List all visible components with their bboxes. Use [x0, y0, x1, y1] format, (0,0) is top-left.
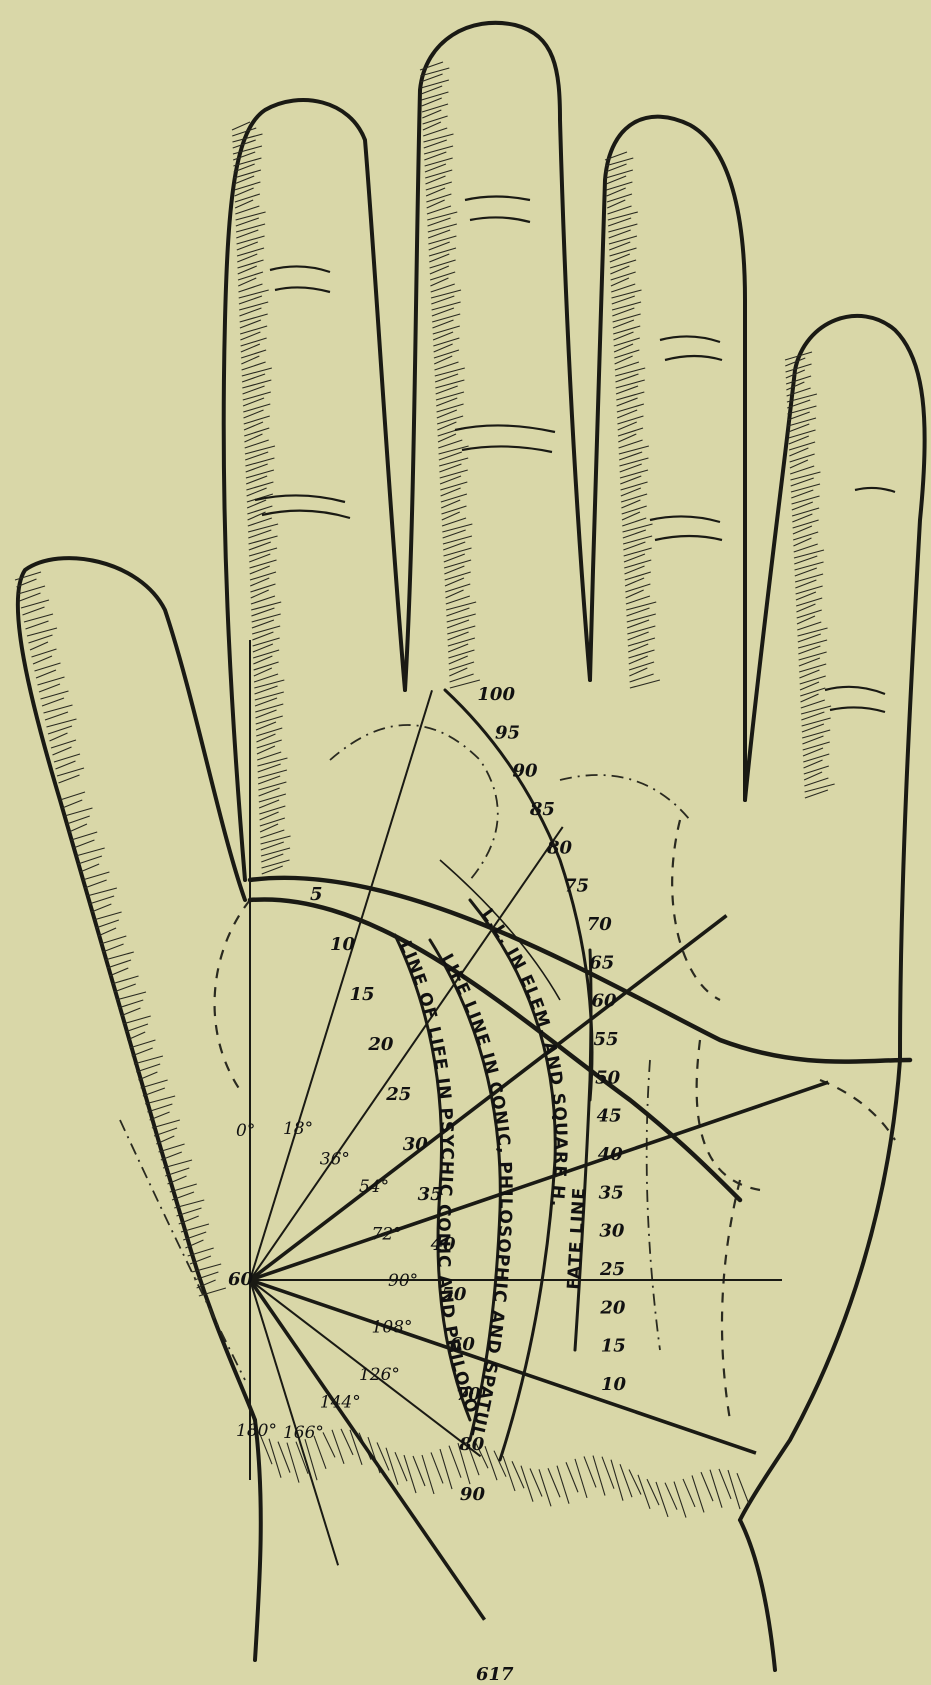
age-mark-fate: 20 — [599, 1297, 626, 1318]
finger-shading — [15, 62, 835, 1518]
age-mark-life: 30 — [403, 1134, 429, 1155]
age-mark-life: 25 — [385, 1084, 411, 1105]
curve-labels: LINE OF LIFE IN PSYCHIC CONIC AND PHILOS… — [0, 0, 590, 1440]
age-mark-life: 50 — [441, 1284, 467, 1305]
age-mark-fate: 40 — [598, 1144, 624, 1165]
age-mark-life: 80 — [458, 1434, 485, 1455]
angle-label: 36° — [320, 1150, 350, 1170]
angle-rays — [250, 640, 828, 1620]
age-mark-fate: 70 — [587, 914, 613, 935]
angle-label: 144° — [320, 1392, 361, 1412]
age-mark-fate: 100 — [477, 684, 515, 705]
age-mark-fate: 35 — [599, 1182, 624, 1203]
angle-label: 54° — [359, 1177, 389, 1197]
age-mark-life: 5 — [310, 884, 323, 905]
mount-outlines — [120, 725, 895, 1420]
heart-line — [250, 878, 910, 1062]
age-mark-fate: 60 — [592, 991, 618, 1012]
caption: 617 — [476, 1664, 514, 1685]
age-mark-life: 70 — [456, 1384, 482, 1405]
angle-label: 166° — [283, 1423, 324, 1443]
age-mark-fate: 10 — [601, 1374, 627, 1395]
age-mark-fate: 80 — [546, 837, 573, 858]
angle-ray — [250, 827, 563, 1280]
age-mark-life: 10 — [330, 934, 356, 955]
age-mark-life: 15 — [350, 984, 375, 1005]
age-mark-life: 90 — [460, 1484, 486, 1505]
angle-label: 90° — [388, 1271, 418, 1291]
angle-label: 72° — [372, 1225, 402, 1245]
angle-ray — [250, 1082, 828, 1280]
age-mark-fate: 75 — [564, 876, 589, 897]
age-mark-fate: 15 — [601, 1336, 626, 1357]
age-mark-fate: 85 — [529, 799, 555, 820]
age-mark-fate: 50 — [595, 1067, 621, 1088]
age-mark-fate: 55 — [593, 1029, 618, 1050]
age-mark-life: 60 — [450, 1334, 476, 1355]
center-label: 60 — [228, 1269, 254, 1290]
angle-label: 180° — [236, 1421, 277, 1441]
label-fate-line: FATE LINE — [564, 1186, 590, 1290]
age-mark-life: 35 — [418, 1184, 443, 1205]
age-mark-fate: 65 — [589, 952, 614, 973]
angle-label: 18° — [283, 1119, 313, 1139]
angle-label: 0° — [236, 1121, 255, 1141]
angle-ray — [250, 690, 432, 1280]
age-mark-fate: 25 — [599, 1259, 625, 1280]
age-mark-life: 20 — [367, 1034, 394, 1055]
age-mark-life: 40 — [431, 1234, 457, 1255]
angle-label: 108° — [372, 1317, 413, 1337]
angle-label: 126° — [359, 1365, 400, 1385]
svg-text:FATE LINE: FATE LINE — [564, 1186, 590, 1290]
age-mark-fate: 90 — [512, 761, 538, 782]
age-mark-fate: 30 — [599, 1221, 625, 1242]
age-mark-fate: 95 — [495, 722, 520, 743]
age-mark-fate: 45 — [597, 1106, 622, 1127]
